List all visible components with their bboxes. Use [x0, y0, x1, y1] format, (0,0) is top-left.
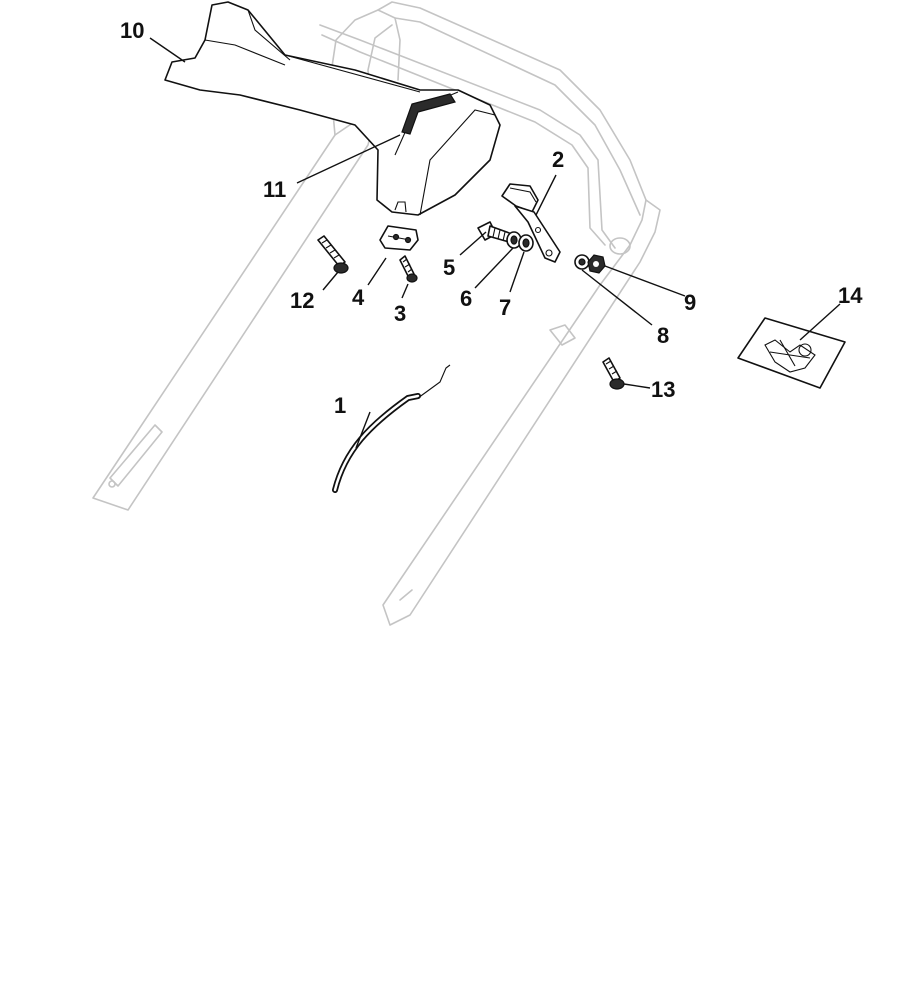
part-14-hardware-bag: [737, 317, 846, 389]
callout-2: 2: [552, 147, 564, 172]
callout-12: 12: [290, 288, 314, 313]
part-9-nut: [587, 254, 606, 274]
part-1-cable: [332, 364, 451, 493]
callout-4: 4: [352, 285, 365, 310]
part-10-cover: [164, 1, 501, 216]
callout-3: 3: [394, 301, 406, 326]
callout-8: 8: [657, 323, 669, 348]
part-3-screw: [399, 255, 418, 283]
leader-lines: [149, 37, 841, 449]
callout-labels: 10 11 2 5 6 7 4 3 12 9 8 13 14 1: [120, 18, 863, 418]
part-8-washer: [574, 254, 590, 270]
part-7-washer: [518, 234, 534, 252]
callout-14: 14: [838, 283, 863, 308]
part-2-lever: [501, 183, 561, 263]
callout-13: 13: [651, 377, 675, 402]
part-4-clip: [379, 225, 419, 251]
callout-1: 1: [334, 393, 346, 418]
callout-11: 11: [263, 177, 286, 202]
callout-10: 10: [120, 18, 144, 43]
callout-6: 6: [460, 286, 472, 311]
callout-7: 7: [499, 295, 511, 320]
callout-9: 9: [684, 290, 696, 315]
part-12-screw: [317, 235, 349, 274]
callout-5: 5: [443, 255, 455, 280]
part-13-screw: [602, 357, 625, 390]
